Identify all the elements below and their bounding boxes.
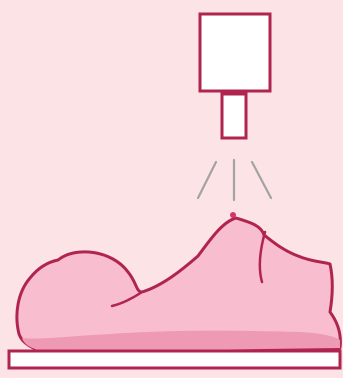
device-housing [200,14,270,91]
device-nozzle [222,94,246,138]
target-point-marker [230,212,236,218]
table-icon [9,351,340,368]
